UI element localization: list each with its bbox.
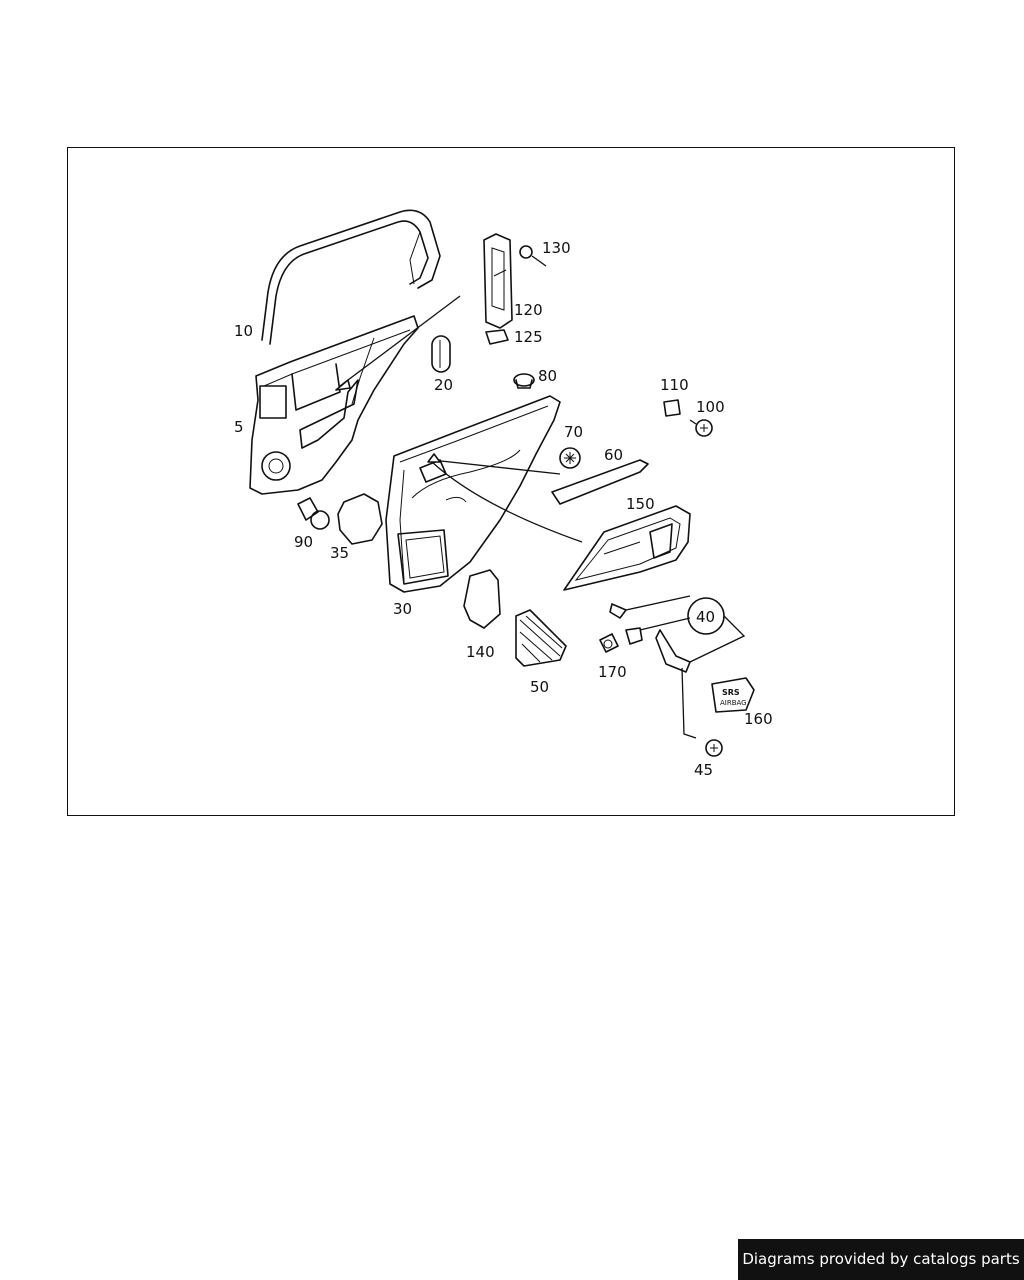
part-90-clip: [297, 497, 330, 530]
part-30-door-panel: [385, 395, 583, 593]
badge-text-airbag: AIRBAG: [720, 699, 747, 707]
callout-10: 10: [234, 322, 253, 340]
callout-70: 70: [564, 423, 583, 441]
part-70-grille: [559, 447, 581, 469]
callout-125: 125: [514, 328, 543, 346]
callout-80: 80: [538, 367, 557, 385]
callout-130: 130: [542, 239, 571, 257]
callout-170: 170: [598, 663, 627, 681]
badge-text-srs: SRS: [722, 688, 740, 697]
part-170-knob: [599, 633, 619, 653]
callout-5: 5: [234, 418, 244, 436]
footer-credit-banner: Diagrams provided by catalogs parts: [738, 1239, 1024, 1280]
part-40-handle: [609, 595, 746, 673]
part-150-armrest: [563, 505, 691, 591]
part-140-seal: [463, 569, 501, 629]
part-10-window-seal: [261, 209, 441, 345]
callout-140: 140: [466, 643, 495, 661]
callout-90: 90: [294, 533, 313, 551]
part-45-screw: [681, 667, 723, 757]
callout-40: 40: [696, 608, 715, 626]
callout-100: 100: [696, 398, 725, 416]
callout-35: 35: [330, 544, 349, 562]
part-125-clip: [485, 329, 509, 345]
part-100-screw: [689, 419, 713, 437]
part-50-speaker-grille: [515, 609, 567, 667]
callout-160: 160: [744, 710, 773, 728]
callout-150: 150: [626, 495, 655, 513]
callout-45: 45: [694, 761, 713, 779]
callout-50: 50: [530, 678, 549, 696]
callout-120: 120: [514, 301, 543, 319]
callout-20: 20: [434, 376, 453, 394]
part-20-plug: [431, 335, 451, 373]
callout-60: 60: [604, 446, 623, 464]
part-160-badge: [711, 677, 755, 713]
part-120-bracket: [483, 233, 513, 329]
part-5-door-frame: [249, 295, 461, 495]
diagram-frame: [67, 147, 955, 816]
callout-110: 110: [660, 376, 689, 394]
part-35-cover: [337, 493, 383, 545]
part-60-trim-strip: [551, 459, 649, 505]
part-110-nut: [663, 399, 681, 417]
callout-30: 30: [393, 600, 412, 618]
part-130-bolt: [519, 245, 547, 267]
part-80-grommet: [513, 373, 535, 389]
